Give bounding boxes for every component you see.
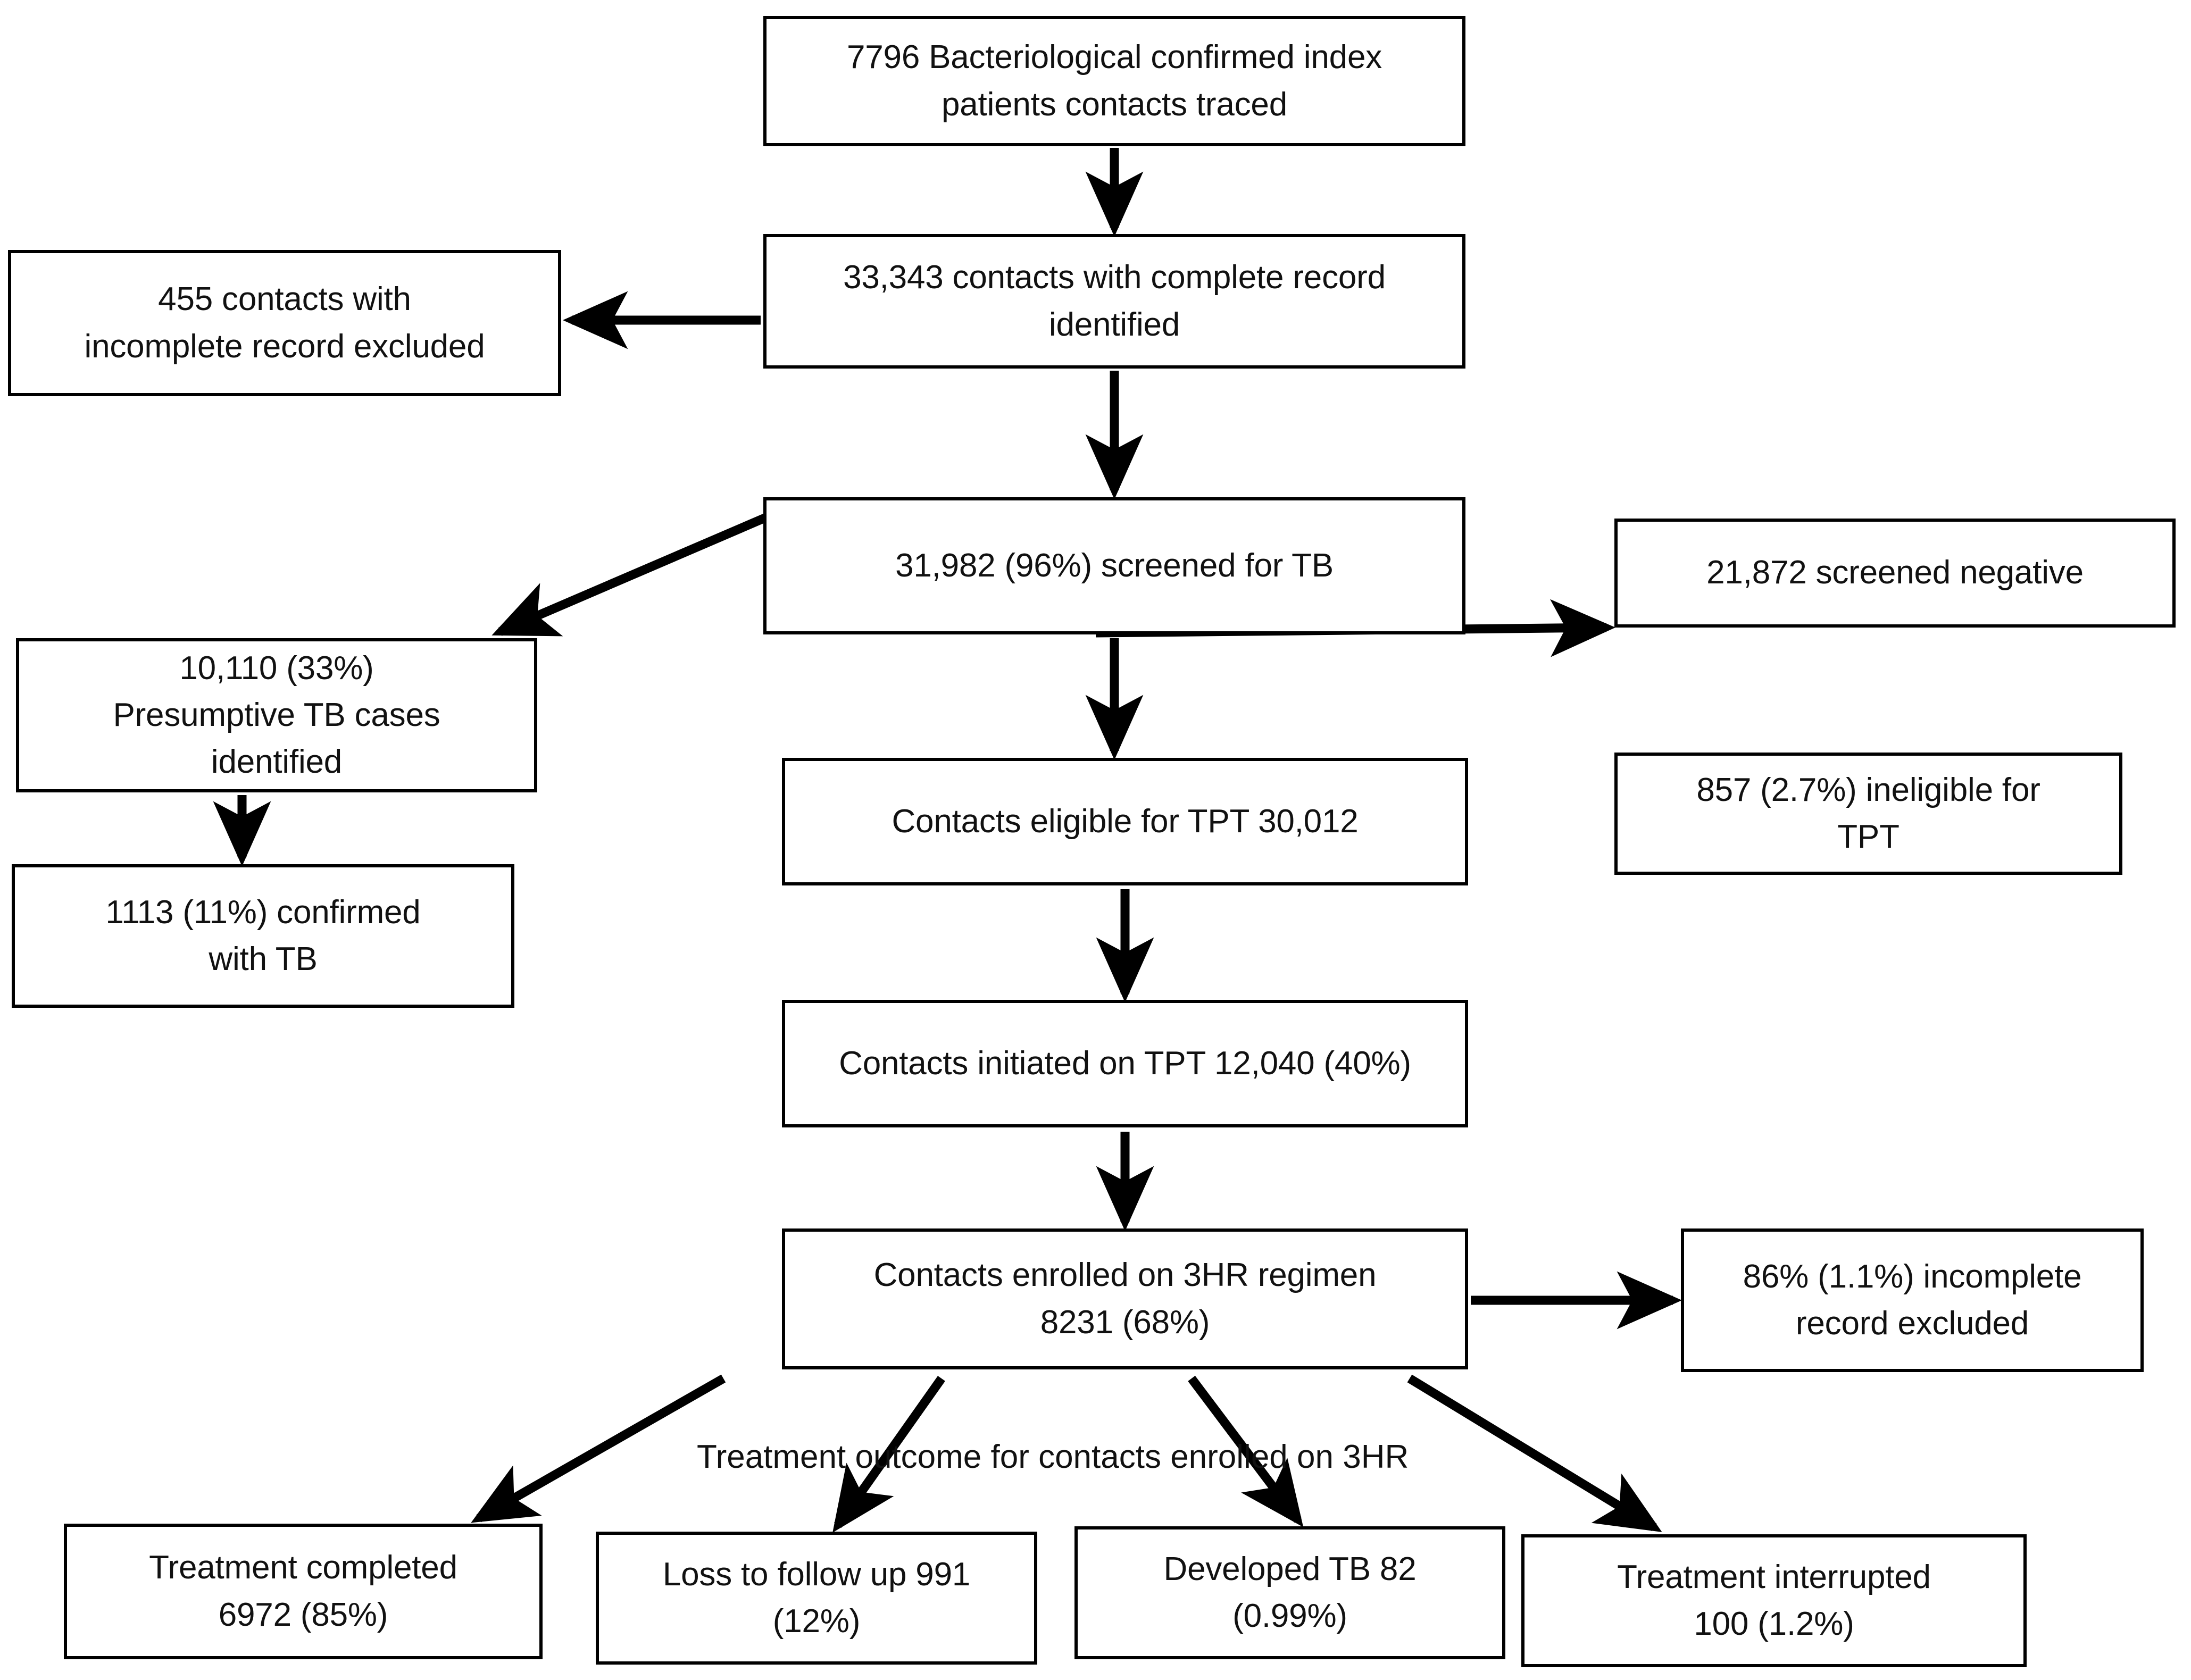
treatment-interrupted-label: Treatment interrupted 100 (1.2%)	[1617, 1558, 1931, 1642]
presumptive-tb-cases-label: 10,110 (33%) Presumptive TB cases identi…	[113, 649, 440, 781]
screened-negative-label: 21,872 screened negative	[1706, 554, 2084, 591]
treatment-outcome-caption: Treatment outcome for contacts enrolled …	[697, 1439, 1409, 1475]
incomplete-record-excluded-box: 455 contacts with incomplete record excl…	[8, 250, 561, 396]
contacts-enrolled-on-3hr-label: Contacts enrolled on 3HR regimen 8231 (6…	[873, 1257, 1377, 1341]
incomplete-record-excluded-2-label: 86% (1.1%) incomplete record excluded	[1743, 1258, 2082, 1342]
complete-record-box: 33,343 contacts with complete record ide…	[763, 234, 1465, 369]
loss-to-follow-up-box: Loss to follow up 991 (12%)	[596, 1532, 1037, 1665]
contacts-eligible-for-tpt-box: Contacts eligible for TPT 30,012	[782, 758, 1468, 885]
incomplete-record-excluded-2-box: 86% (1.1%) incomplete record excluded	[1681, 1228, 2144, 1372]
edge-enrolled-to-completed	[471, 1374, 726, 1523]
confirmed-with-tb-box: 1113 (11%) confirmed with TB	[12, 864, 514, 1008]
screened-for-tb-box: 31,982 (96%) screened for TB	[763, 497, 1465, 634]
treatment-completed-label: Treatment completed 6972 (85%)	[149, 1549, 457, 1633]
developed-tb-box: Developed TB 82 (0.99%)	[1074, 1526, 1505, 1659]
screened-for-tb-label: 31,982 (96%) screened for TB	[895, 547, 1334, 584]
ineligible-for-tpt-label: 857 (2.7%) ineligible for TPT	[1696, 771, 2040, 855]
index-patients-label: 7796 Bacteriological confirmed index pat…	[846, 39, 1382, 123]
loss-to-follow-up-label: Loss to follow up 991 (12%)	[662, 1556, 971, 1640]
treatment-completed-box: Treatment completed 6972 (85%)	[64, 1524, 543, 1659]
contacts-enrolled-on-3hr-box: Contacts enrolled on 3HR regimen 8231 (6…	[782, 1228, 1468, 1369]
edge-screened-to-presumptive	[491, 506, 784, 637]
developed-tb-label: Developed TB 82 (0.99%)	[1163, 1550, 1417, 1634]
contacts-initiated-on-tpt-box: Contacts initiated on TPT 12,040 (40%)	[782, 1000, 1468, 1127]
confirmed-with-tb-label: 1113 (11%) confirmed with TB	[105, 893, 421, 977]
incomplete-record-excluded-label: 455 contacts with incomplete record excl…	[84, 281, 485, 365]
treatment-interrupted-box: Treatment interrupted 100 (1.2%)	[1521, 1534, 2027, 1667]
presumptive-tb-cases-box: 10,110 (33%) Presumptive TB cases identi…	[16, 638, 537, 792]
contacts-initiated-on-tpt-label: Contacts initiated on TPT 12,040 (40%)	[839, 1044, 1411, 1082]
index-patients-box: 7796 Bacteriological confirmed index pat…	[763, 16, 1465, 146]
edge-enrolled-to-interrupted	[1407, 1374, 1662, 1532]
ineligible-for-tpt-box: 857 (2.7%) ineligible for TPT	[1614, 753, 2122, 875]
complete-record-label: 33,343 contacts with complete record ide…	[843, 259, 1386, 343]
contacts-eligible-for-tpt-label: Contacts eligible for TPT 30,012	[892, 803, 1359, 840]
screened-negative-box: 21,872 screened negative	[1614, 519, 2176, 628]
